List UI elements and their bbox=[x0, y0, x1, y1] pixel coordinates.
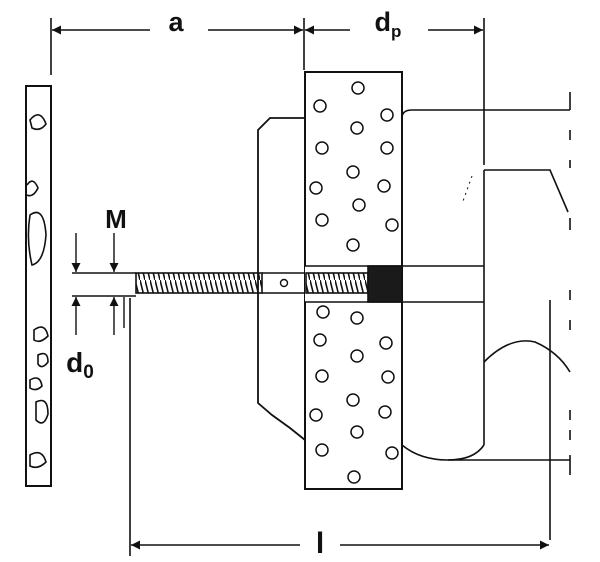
rod-through-insulation bbox=[305, 272, 369, 294]
label-l: l bbox=[316, 527, 324, 560]
insulation-dots bbox=[309, 81, 399, 484]
dimension-M: M bbox=[71, 204, 136, 274]
dimension-dp: dp bbox=[303, 7, 485, 165]
dimension-a: a bbox=[50, 7, 303, 75]
insulation-panel bbox=[304, 71, 403, 490]
dimension-d0: d0 bbox=[66, 295, 136, 383]
label-M: M bbox=[105, 204, 127, 234]
anchor-sleeve bbox=[402, 265, 485, 303]
dimension-l: l bbox=[129, 298, 549, 560]
base-material bbox=[401, 92, 571, 540]
threaded-rod bbox=[135, 272, 305, 294]
label-d0: d0 bbox=[66, 347, 94, 383]
washer-hole bbox=[279, 278, 289, 288]
left-wall-strip bbox=[25, 85, 52, 487]
anchor-band bbox=[367, 265, 403, 303]
washer-plate bbox=[257, 117, 306, 441]
label-a: a bbox=[168, 7, 184, 37]
label-dp: dp bbox=[375, 7, 402, 41]
